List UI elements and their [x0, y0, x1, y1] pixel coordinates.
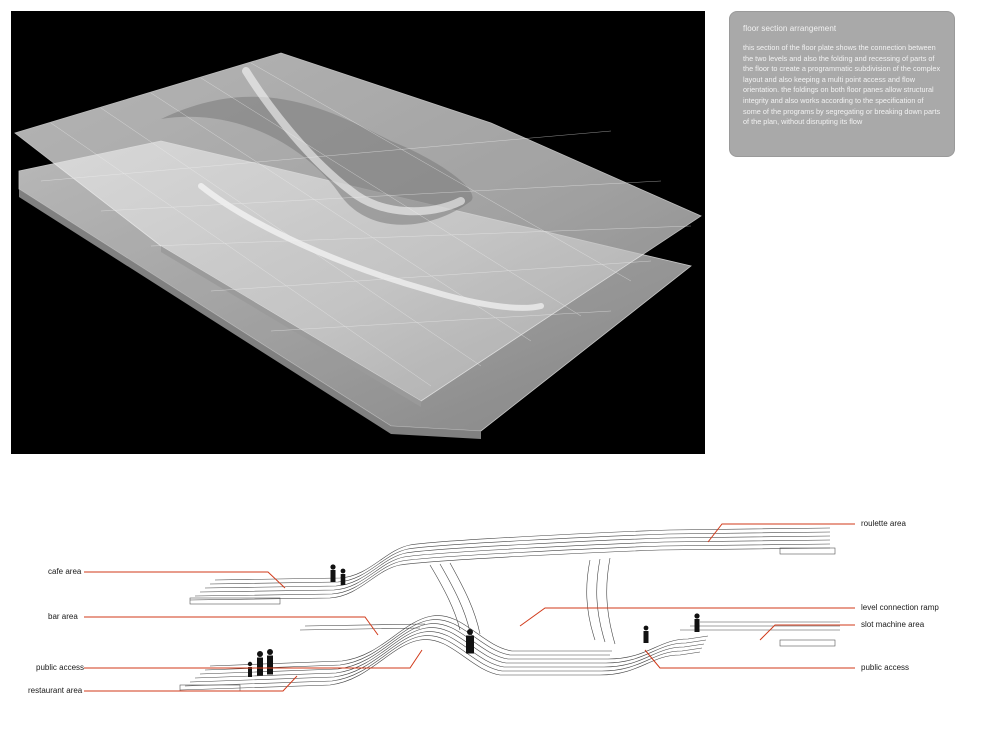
steps — [179, 547, 836, 692]
label-restaurant-area: restaurant area — [28, 686, 83, 695]
floor-plate-render — [11, 11, 705, 454]
floor-section-drawing: roulette area cafe area bar area level c… — [0, 480, 1000, 750]
section-drawing-svg — [84, 523, 855, 692]
label-roulette-area: roulette area — [861, 519, 906, 528]
section-contour-lines — [179, 527, 840, 691]
leader-roulette-area — [707, 523, 855, 543]
leader-public-access-right — [644, 649, 855, 669]
description-body: this section of the floor plate shows th… — [743, 43, 941, 127]
floor-plate-render-svg — [14, 52, 702, 439]
leader-restaurant-area — [84, 675, 298, 692]
leader-cafe-area — [84, 571, 286, 589]
leader-lines — [84, 523, 855, 692]
label-slot-machine-area: slot machine area — [861, 620, 925, 629]
label-cafe-area: cafe area — [48, 567, 82, 576]
leader-public-access-left — [84, 649, 423, 669]
plate-grid-lines — [40, 62, 692, 387]
label-level-connection-ramp: level connection ramp — [861, 603, 939, 612]
leader-slot-machine-area — [759, 624, 855, 641]
leader-bar-area — [84, 616, 379, 636]
people-silhouettes — [247, 564, 700, 677]
description-title: floor section arrangement — [743, 24, 837, 33]
leader-level-connection-ramp — [519, 607, 855, 627]
description-box: floor section arrangement this section o… — [729, 11, 955, 157]
label-public-access-left: public access — [36, 663, 85, 672]
label-public-access-right: public access — [861, 663, 910, 672]
label-bar-area: bar area — [48, 612, 78, 621]
